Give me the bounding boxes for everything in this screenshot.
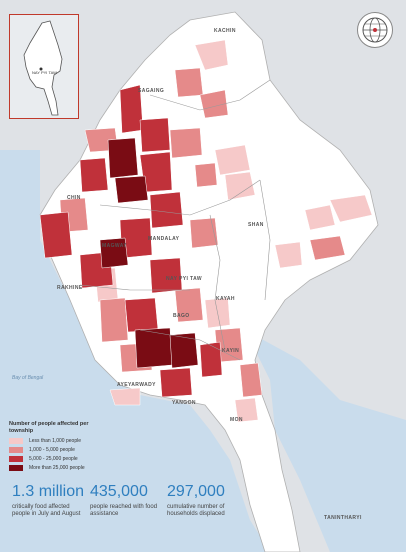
legend-swatch xyxy=(9,465,23,471)
legend-swatch xyxy=(9,456,23,462)
legend-swatch xyxy=(9,447,23,453)
legend-label: 1,000 - 5,000 people xyxy=(29,447,75,453)
stat-value: 1.3 million xyxy=(12,483,85,500)
state-borders xyxy=(79,79,271,361)
region-label-nay-pyi-taw: NAY PYI TAW xyxy=(166,276,202,282)
stat-caption: critically food affected people in July … xyxy=(12,504,81,517)
region-label-mon: MON xyxy=(230,417,243,423)
region-label-chin: CHIN xyxy=(67,195,81,201)
region-label-kayah: KAYAH xyxy=(216,296,235,302)
legend-item: More than 25,000 people xyxy=(9,465,159,471)
legend-label: More than 25,000 people xyxy=(29,465,85,471)
region-label-shan: SHAN xyxy=(248,222,264,228)
legend-item: Less than 1,000 people xyxy=(9,438,159,444)
stats-bar: 1.3 million critically food affected peo… xyxy=(0,482,406,552)
region-label-sagaing: SAGAING xyxy=(138,88,165,94)
region-label-kayin: KAYIN xyxy=(222,348,240,354)
inset-locator-map: NAY PYI TAW xyxy=(9,14,79,119)
stat-displaced: 297,000 cumulative number of households … xyxy=(167,482,233,518)
region-label-magway: MAGWAY xyxy=(102,243,127,249)
globe-logo-icon xyxy=(357,12,393,48)
legend-title: Number of people affected per township xyxy=(9,421,89,434)
stat-value: 297,000 xyxy=(167,483,225,500)
sea-area xyxy=(0,150,270,552)
townships-very-high xyxy=(99,137,199,369)
legend-label: Less than 1,000 people xyxy=(29,438,81,444)
region-label-mandalay: MANDALAY xyxy=(148,236,180,242)
sea-area-east xyxy=(245,330,406,552)
stat-caption: people reached with food assistance xyxy=(90,504,158,517)
sea-label: Bay of Bengal xyxy=(12,375,44,381)
region-label-rakhine: RAKHINE xyxy=(57,285,83,291)
stat-reached: 435,000 people reached with food assista… xyxy=(90,482,162,518)
map-legend: Number of people affected per township L… xyxy=(9,421,159,471)
region-label-ayeyarwady: AYEYARWADY xyxy=(117,382,156,388)
legend-item: 5,000 - 25,000 people xyxy=(9,456,159,462)
region-label-yangon: YANGON xyxy=(172,400,196,406)
legend-item: 1,000 - 5,000 people xyxy=(9,447,159,453)
stat-caption: cumulative number of households displace… xyxy=(167,504,225,517)
stat-affected: 1.3 million critically food affected peo… xyxy=(12,482,84,518)
stat-value: 435,000 xyxy=(90,483,148,500)
region-label-kachin: KACHIN xyxy=(214,28,236,34)
inset-capital-label: NAY PYI TAW xyxy=(32,70,57,75)
townships-high xyxy=(39,84,223,398)
legend-swatch xyxy=(9,438,23,444)
region-label-bago: BAGO xyxy=(173,313,190,319)
region-label-tanintharyi: TANINTHARYI xyxy=(324,515,362,521)
legend-label: 5,000 - 25,000 people xyxy=(29,456,78,462)
